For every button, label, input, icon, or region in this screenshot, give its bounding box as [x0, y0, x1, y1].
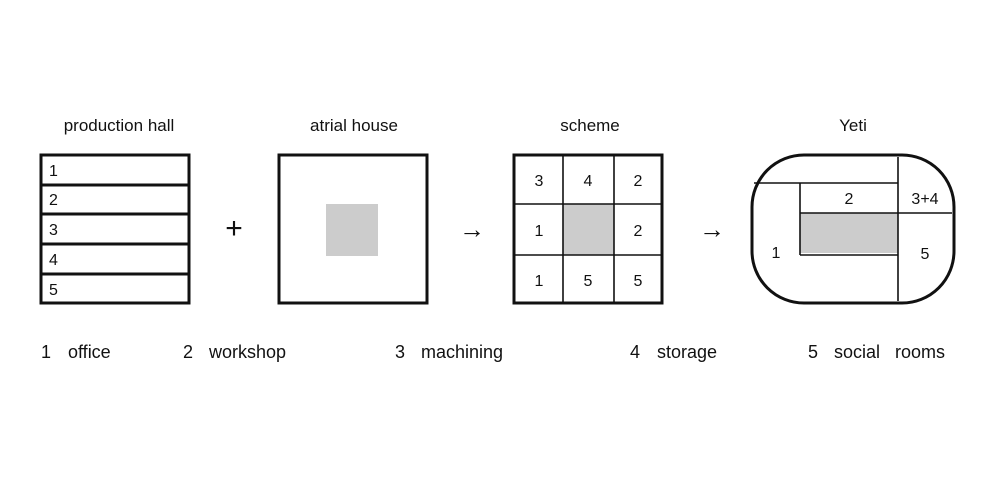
legend-label: workshop: [208, 342, 286, 362]
legend-label: machining: [421, 342, 503, 362]
yeti-room-label: 2: [845, 191, 854, 208]
scheme-frame: [512, 153, 664, 305]
production-hall-row-label: 4: [49, 252, 58, 269]
yeti-room-label: 1: [772, 245, 781, 262]
yeti-diagram: 2 3+4 1 5: [750, 153, 956, 305]
scheme-courtyard: [563, 204, 614, 255]
legend-number: 1: [41, 342, 51, 362]
legend: 1 office 2 workshop 3 machining 4 storag…: [41, 342, 945, 362]
legend-number: 3: [395, 342, 405, 362]
legend-number: 4: [630, 342, 640, 362]
scheme-cell-label: 2: [634, 173, 643, 190]
production-hall-diagram: 1 2 3 4 5: [39, 153, 191, 305]
atrial-house-diagram: [277, 153, 429, 305]
arrow-right-icon: →: [459, 214, 485, 244]
arrow-right-icon: →: [699, 214, 725, 244]
production-hall-row-label: 5: [49, 282, 58, 299]
title-atrial-house: atrial house: [310, 116, 398, 135]
legend-label: storage: [657, 342, 717, 362]
yeti-room-label: 3+4: [911, 191, 938, 208]
legend-label: social rooms: [834, 342, 945, 362]
scheme-diagram: 3 4 2 1 2 1 5 5: [512, 153, 664, 305]
production-hall-row-label: 2: [49, 192, 58, 209]
legend-number: 5: [808, 342, 818, 362]
production-hall-frame: [39, 153, 191, 305]
scheme-cell-label: 3: [535, 173, 544, 190]
title-scheme: scheme: [560, 116, 620, 135]
atrial-house-frame: [277, 153, 429, 305]
production-hall-row-label: 1: [49, 163, 58, 180]
scheme-cell-label: 4: [584, 173, 593, 190]
atrial-courtyard: [326, 204, 378, 256]
yeti-frame: [750, 153, 956, 305]
scheme-cell-label: 2: [634, 223, 643, 240]
scheme-cell-label: 5: [634, 273, 643, 290]
production-hall-row-label: 3: [49, 222, 58, 239]
title-production-hall: production hall: [64, 116, 175, 135]
title-yeti: Yeti: [839, 116, 867, 135]
yeti-room-label: 5: [921, 246, 930, 263]
legend-label: office: [68, 342, 111, 362]
scheme-cell-label: 1: [535, 223, 544, 240]
yeti-courtyard: [800, 213, 898, 253]
scheme-cell-label: 5: [584, 273, 593, 290]
legend-number: 2: [183, 342, 193, 362]
scheme-cell-label: 1: [535, 273, 544, 290]
plus-sign: +: [225, 212, 243, 245]
